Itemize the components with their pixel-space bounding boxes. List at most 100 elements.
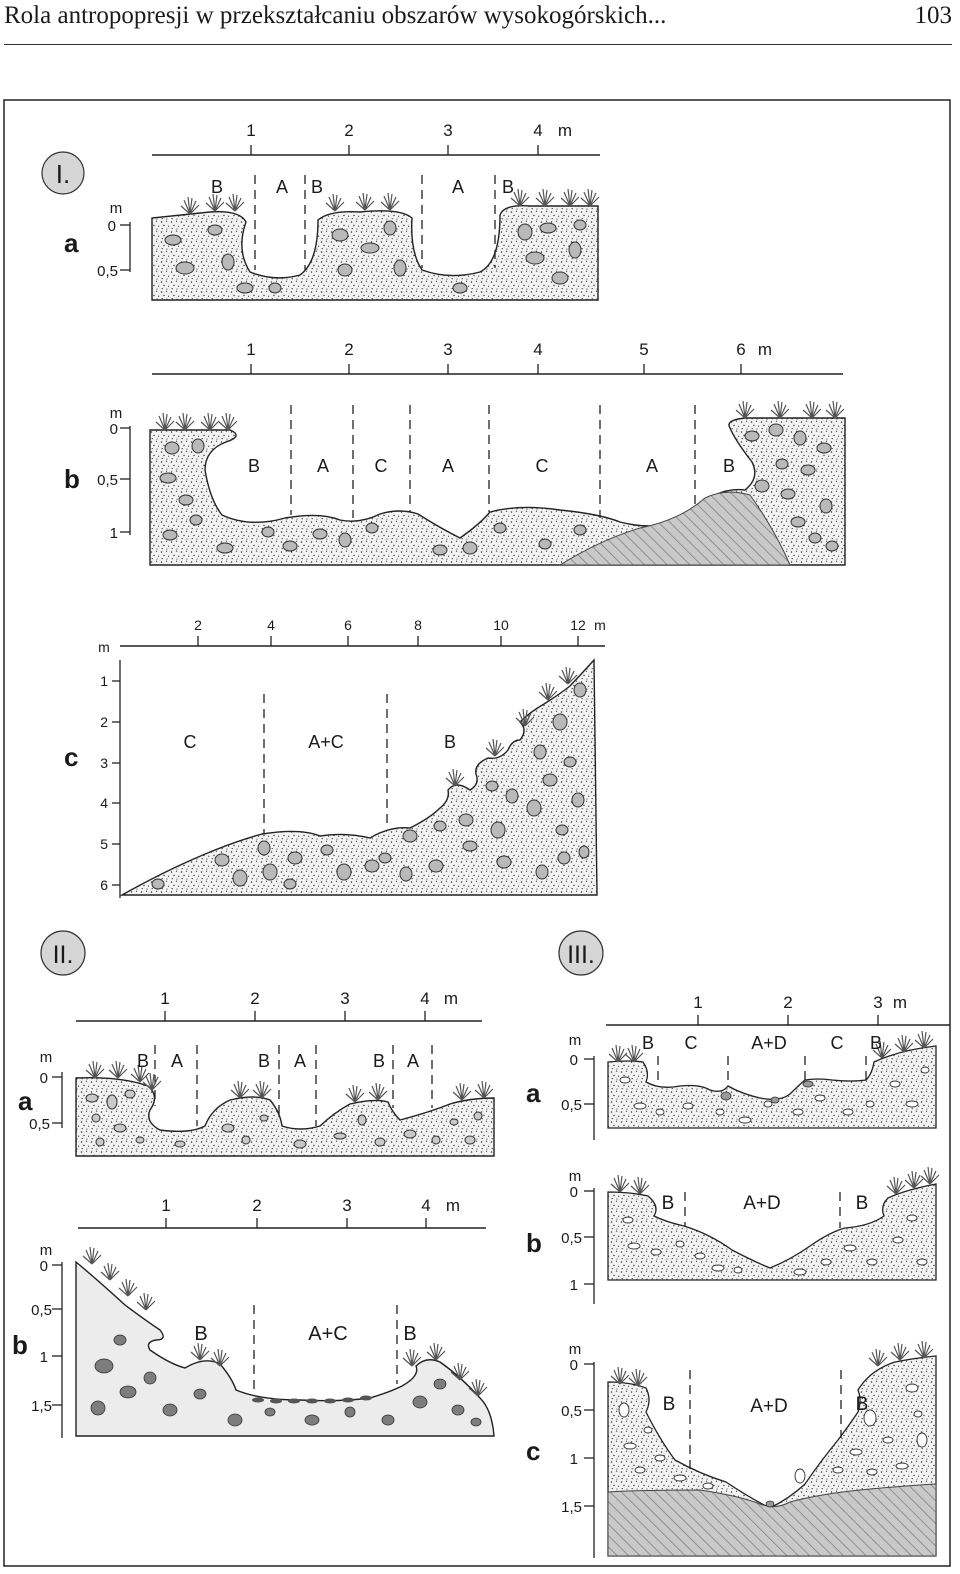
profile-III-a-letter: a <box>526 1078 541 1108</box>
zone-label: B <box>258 1051 270 1071</box>
x-tick-label: 2 <box>783 993 792 1012</box>
zone-label: A+D <box>751 1033 787 1053</box>
x-tick-label: 2 <box>250 989 259 1008</box>
x-tick-label: 3 <box>340 989 349 1008</box>
zone-label: B <box>856 1394 869 1415</box>
group-I-label: I. <box>56 159 70 189</box>
x-tick-label: 1 <box>693 993 702 1012</box>
group-I-badge <box>41 151 85 195</box>
zone-label: A <box>442 456 454 476</box>
soil-profile <box>75 1260 495 1437</box>
profile-II-a-letter: a <box>18 1086 33 1116</box>
y-tick-label: 0 <box>570 1184 578 1201</box>
zone-label: B <box>642 1033 654 1053</box>
profile-I-c: c 2 4 6 8 10 12 m m 1 2 3 4 <box>64 617 606 898</box>
page-number: 103 <box>914 2 953 29</box>
x-tick-label: 4 <box>421 1196 430 1215</box>
y-tick-label: 0 <box>110 421 118 438</box>
profile-I-c-letter: c <box>64 742 78 772</box>
soil-profile <box>119 658 598 896</box>
y-tick-label: 1 <box>40 1349 48 1366</box>
profile-II-b: b 1 2 3 4 m m 0 0,5 1 1,5 <box>12 1196 495 1438</box>
x-tick-label: 4 <box>420 989 429 1008</box>
y-tick-label: 1 <box>110 525 118 542</box>
profile-II-b-letter: b <box>12 1330 28 1360</box>
group-III: III. 1 2 3 m a m 0 0,5 <box>526 930 950 1558</box>
group-II: II. a 1 2 3 4 m m 0 0,5 <box>12 930 495 1438</box>
profile-III-b-letter: b <box>526 1228 542 1258</box>
profile-III-c-letter: c <box>526 1436 540 1466</box>
zone-label: C <box>375 456 388 476</box>
zone-label: B <box>211 177 223 197</box>
y-tick-label: 0,5 <box>97 472 118 489</box>
x-axis-unit: m <box>758 340 772 359</box>
y-tick-label: 0 <box>40 1070 48 1087</box>
x-tick-label: 2 <box>344 121 353 140</box>
profile-II-a: a 1 2 3 4 m m 0 0,5 <box>18 989 495 1157</box>
profile-III-a: a m 0 0,5 B C <box>526 1030 937 1140</box>
y-tick-label: 3 <box>100 755 108 771</box>
x-axis-unit: m <box>893 993 907 1012</box>
zone-label: B <box>194 1323 207 1345</box>
soil-profile <box>607 1045 937 1129</box>
zone-label: C <box>536 456 549 476</box>
zone-label: A <box>452 177 464 197</box>
zone-label: B <box>662 1193 675 1214</box>
zone-label: A <box>646 456 658 476</box>
y-tick-label: 1,5 <box>561 1499 582 1516</box>
profile-I-a-letter: a <box>64 228 79 258</box>
zone-label: B <box>311 177 323 197</box>
x-tick-label: 10 <box>493 617 509 633</box>
group-I: I. a 1 2 3 4 m m 0 0,5 <box>41 121 846 898</box>
x-tick-label: 2 <box>344 340 353 359</box>
soil-profile <box>75 1077 495 1157</box>
zone-label: A <box>276 177 288 197</box>
x-tick-label: 3 <box>342 1196 351 1215</box>
y-tick-label: 0,5 <box>29 1116 50 1133</box>
y-axis-unit: m <box>110 200 123 217</box>
x-tick-label: 4 <box>533 121 542 140</box>
zone-label: A <box>317 456 329 476</box>
x-tick-label: 3 <box>443 340 452 359</box>
group-II-badge <box>40 930 86 976</box>
y-tick-label: 0,5 <box>561 1097 582 1114</box>
zone-label: B <box>856 1193 869 1214</box>
profile-III-c: c m 0 0,5 1 1,5 <box>526 1340 937 1558</box>
zone-label: B <box>870 1033 882 1053</box>
x-axis-unit: m <box>444 989 458 1008</box>
zone-label: A+C <box>308 732 344 752</box>
y-tick-label: 6 <box>100 877 108 893</box>
y-tick-label: 5 <box>100 836 108 852</box>
y-tick-label: 0 <box>570 1052 578 1069</box>
y-tick-label: 0,5 <box>561 1403 582 1420</box>
zone-label: B <box>137 1051 149 1071</box>
y-axis-unit: m <box>569 1341 582 1358</box>
zone-label: B <box>444 732 456 752</box>
y-axis-unit: m <box>569 1168 582 1185</box>
y-axis-unit: m <box>569 1032 582 1049</box>
zone-label: A <box>171 1051 183 1071</box>
figure-frame <box>3 99 951 1567</box>
x-tick-label: 12 <box>570 617 586 633</box>
y-tick-label: 1,5 <box>31 1398 52 1415</box>
x-tick-label: 5 <box>639 340 648 359</box>
y-tick-label: 4 <box>100 795 108 811</box>
y-tick-label: 0,5 <box>561 1230 582 1247</box>
y-axis-unit: m <box>40 1242 53 1259</box>
x-tick-label: 6 <box>736 340 745 359</box>
x-tick-label: 3 <box>873 993 882 1012</box>
x-tick-label: 3 <box>443 121 452 140</box>
profile-I-b-letter: b <box>64 464 80 494</box>
y-axis-unit: m <box>110 405 123 422</box>
y-axis-unit: m <box>40 1049 53 1066</box>
y-tick-label: 1 <box>570 1451 578 1468</box>
group-II-label: II. <box>53 941 74 969</box>
y-tick-label: 0 <box>108 218 116 235</box>
running-title: Rola antropopresji w przekształcaniu obs… <box>4 2 667 29</box>
x-tick-label: 8 <box>414 617 422 633</box>
zone-label: C <box>831 1033 844 1053</box>
x-axis-unit: m <box>446 1196 460 1215</box>
zone-label: B <box>403 1323 416 1345</box>
y-tick-label: 1 <box>570 1277 578 1294</box>
